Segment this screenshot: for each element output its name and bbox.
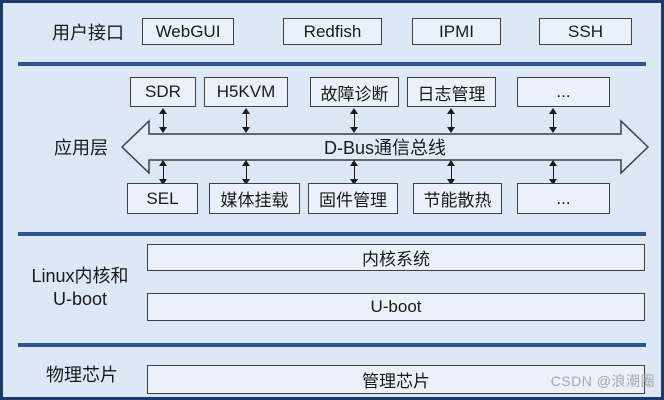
bidirectional-arrow-icon — [241, 160, 252, 185]
layer-divider — [18, 343, 646, 347]
chip-layer-label: 物理芯片 — [46, 365, 118, 385]
box-more-top: ... — [517, 77, 610, 107]
user-interface-layer-label: 用户接口 — [52, 23, 124, 43]
bidirectional-arrow-icon — [446, 160, 457, 185]
box-more-bottom: ... — [517, 183, 610, 214]
kernel-layer-label-line2: U-boot — [52, 288, 108, 309]
box-h5kvm: H5KVM — [204, 77, 288, 107]
box-management-chip: 管理芯片 — [147, 365, 645, 394]
box-uboot: U-boot — [147, 293, 645, 321]
box-kernel-system: 内核系统 — [147, 244, 645, 271]
box-firmware-management: 固件管理 — [308, 183, 398, 214]
box-ssh: SSH — [539, 18, 632, 45]
box-power-saving: 节能散热 — [413, 183, 502, 214]
bidirectional-arrow-icon — [158, 108, 169, 133]
box-fault-diagnosis: 故障诊断 — [310, 77, 399, 107]
bidirectional-arrow-icon — [548, 160, 559, 185]
bidirectional-arrow-icon — [241, 108, 252, 133]
app-layer-label: 应用层 — [54, 138, 108, 158]
bidirectional-arrow-icon — [349, 160, 360, 185]
dbus-arrow — [120, 119, 650, 175]
box-ipmi: IPMI — [412, 18, 501, 45]
box-log-management: 日志管理 — [407, 77, 496, 107]
box-sdr: SDR — [130, 77, 196, 107]
dbus-bus-label: D-Bus通信总线 — [323, 138, 446, 158]
watermark: CSDN @浪潮圈 — [550, 373, 655, 389]
box-redfish: Redfish — [283, 18, 382, 45]
kernel-layer-label-line1: Linux内核和 — [31, 266, 129, 286]
box-media-mount: 媒体挂载 — [209, 183, 300, 214]
kernel-layer-label: Linux内核和 U-boot — [17, 265, 143, 310]
bidirectional-arrow-icon — [446, 108, 457, 133]
bidirectional-arrow-icon — [158, 160, 169, 185]
box-webgui: WebGUI — [142, 18, 234, 45]
layer-divider — [18, 62, 646, 66]
box-sel: SEL — [127, 183, 198, 214]
bidirectional-arrow-icon — [349, 108, 360, 133]
layer-divider — [18, 232, 646, 236]
bidirectional-arrow-icon — [548, 108, 559, 133]
